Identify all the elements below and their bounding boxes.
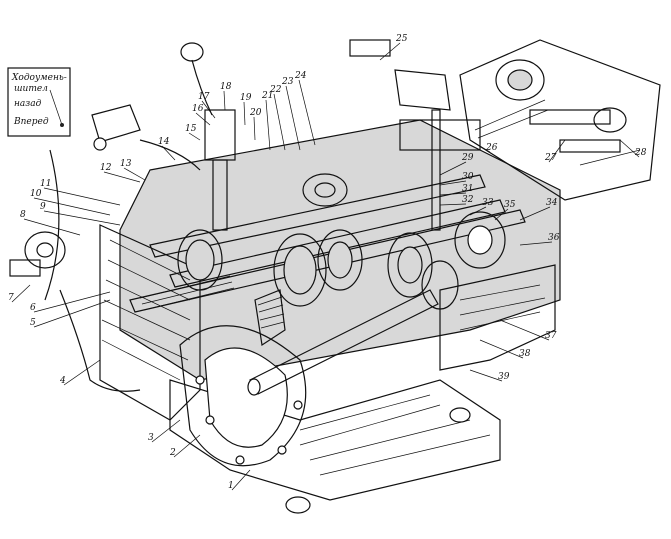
callout-32: 32	[462, 195, 474, 205]
callout-24: 24	[294, 71, 307, 81]
callout-leader-9	[43, 210, 121, 226]
callout-leader-21	[265, 99, 271, 151]
callout-leader-4	[63, 359, 101, 386]
callout-leader-7	[11, 284, 31, 303]
callout-6: 6	[30, 303, 36, 313]
callout-30: 30	[462, 172, 474, 182]
callout-10: 10	[30, 189, 42, 199]
callout-29: 29	[461, 153, 474, 163]
callout-leader-34	[519, 206, 551, 221]
callout-27: 27	[544, 153, 557, 163]
gears	[177, 173, 506, 347]
callout-18: 18	[220, 82, 232, 92]
callout-28: 28	[634, 148, 647, 158]
callout-leader-13	[123, 167, 146, 181]
callout-leader-16	[195, 112, 211, 126]
callout-8: 8	[20, 210, 26, 220]
callout-4: 4	[59, 376, 66, 386]
callout-leader-39	[469, 369, 503, 382]
callout-36: 36	[548, 233, 560, 243]
direction-legend: Ходоумень- шител назад Вперед	[7, 67, 71, 137]
callout-2: 2	[169, 448, 176, 458]
callout-leader-31	[439, 192, 467, 196]
top-gear	[302, 173, 348, 207]
callout-19: 19	[240, 93, 252, 103]
callout-leader-20	[253, 116, 256, 141]
callout-leader-24	[298, 79, 316, 146]
callout-leader-23	[285, 85, 301, 151]
callout-leader-19	[243, 101, 246, 126]
gearbox-housing	[99, 119, 561, 514]
callout-leader-12	[103, 171, 141, 183]
callout-leader-32	[439, 203, 467, 206]
callout-3: 3	[148, 433, 154, 443]
callout-leader-27	[548, 139, 566, 163]
callout-leader-8	[23, 218, 81, 236]
callout-leader-11	[43, 187, 121, 206]
callout-leader-25	[379, 42, 401, 61]
gear-cluster-right	[387, 232, 459, 310]
callout-leader-26	[469, 139, 491, 153]
callout-leader-2	[173, 434, 201, 458]
callout-leader-37	[499, 319, 550, 341]
callout-7: 7	[8, 293, 14, 303]
callout-leader-3	[151, 419, 181, 443]
callout-leader-36	[519, 241, 553, 246]
shafts	[129, 174, 526, 396]
callout-26: 26	[485, 143, 498, 153]
callout-14: 14	[158, 137, 170, 147]
callout-13: 13	[120, 159, 132, 169]
callout-23: 23	[281, 77, 294, 87]
callout-5: 5	[30, 318, 36, 328]
shift-linkage-top-right	[349, 39, 481, 231]
callout-leader-10	[33, 197, 111, 216]
callout-leader-29	[439, 161, 467, 176]
callout-leader-35	[494, 208, 509, 221]
callout-17: 17	[198, 92, 210, 102]
callout-1: 1	[228, 481, 234, 491]
callout-leader-5	[33, 299, 111, 328]
callout-leader-17	[201, 100, 216, 119]
callout-12: 12	[100, 163, 112, 173]
callout-25: 25	[395, 34, 408, 44]
bevel-gear	[254, 289, 286, 347]
legend-title-line1: Ходоумень-	[11, 73, 67, 83]
callout-16: 16	[192, 104, 204, 114]
callout-38: 38	[519, 349, 531, 359]
callout-leader-38	[479, 339, 524, 359]
callout-leader-14	[161, 145, 176, 161]
callout-31: 31	[462, 184, 473, 194]
callout-35: 35	[504, 200, 516, 210]
oil-pipe	[59, 289, 141, 392]
gear-shift-lever	[180, 42, 236, 231]
callout-leader-33	[469, 206, 487, 216]
callout-37: 37	[545, 331, 557, 341]
callout-leader-18	[223, 90, 226, 111]
callout-21: 21	[261, 91, 273, 101]
reverse-lever-handle	[9, 104, 201, 301]
callout-15: 15	[185, 124, 197, 134]
differential-cage	[454, 211, 506, 269]
callout-34: 34	[546, 198, 558, 208]
callout-leader-1	[231, 469, 251, 491]
legend-back: назад	[14, 99, 42, 109]
legend-title-line2: шител	[14, 84, 48, 94]
callout-leader-28	[619, 139, 640, 158]
callout-leader-30	[439, 180, 467, 186]
callout-leader-22	[273, 93, 286, 151]
legend-forward: Вперед	[13, 117, 49, 127]
callout-9: 9	[40, 202, 46, 212]
callout-leader-6	[33, 291, 111, 313]
callout-22: 22	[269, 85, 282, 95]
gear-cluster-left	[177, 229, 223, 291]
callout-20: 20	[249, 108, 262, 118]
callout-39: 39	[498, 372, 510, 382]
callout-leader-15	[188, 132, 201, 141]
gear-cluster-mid	[273, 229, 363, 307]
callout-33: 33	[482, 198, 494, 208]
callout-11: 11	[40, 179, 51, 189]
